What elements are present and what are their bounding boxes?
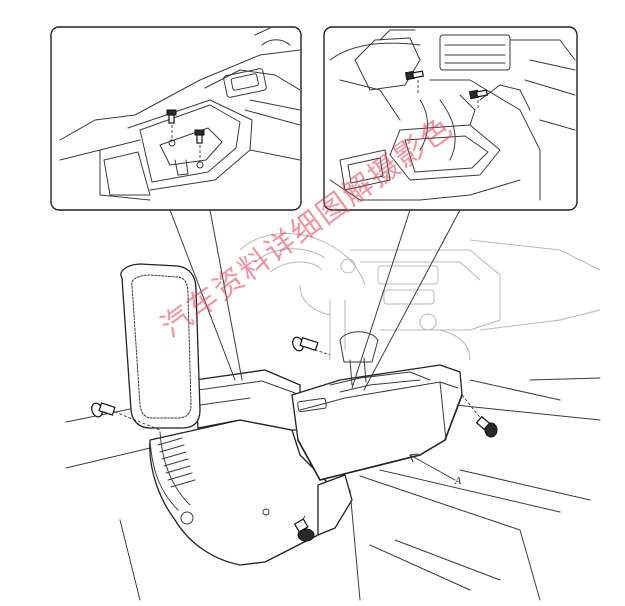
bolt-icon: [484, 422, 498, 438]
callout-leaders: [169, 209, 461, 391]
detail-panel-left: [50, 26, 302, 211]
detail-panel-right: [323, 26, 578, 211]
part-label-a: A: [455, 476, 462, 487]
bolt-left: [91, 402, 161, 431]
bolt-bottom: [293, 514, 315, 542]
armrest-lid: [120, 263, 201, 429]
rear-vent: [157, 437, 196, 488]
screw-icon: [194, 129, 205, 136]
dashboard-ghost: [239, 233, 601, 361]
floor-lines: [65, 377, 601, 601]
bolt-icon: [297, 528, 315, 542]
bolt-right: [461, 394, 498, 438]
floor-console: [149, 331, 463, 566]
screw-icon: [166, 109, 177, 116]
bolt-center-top: [292, 336, 331, 356]
